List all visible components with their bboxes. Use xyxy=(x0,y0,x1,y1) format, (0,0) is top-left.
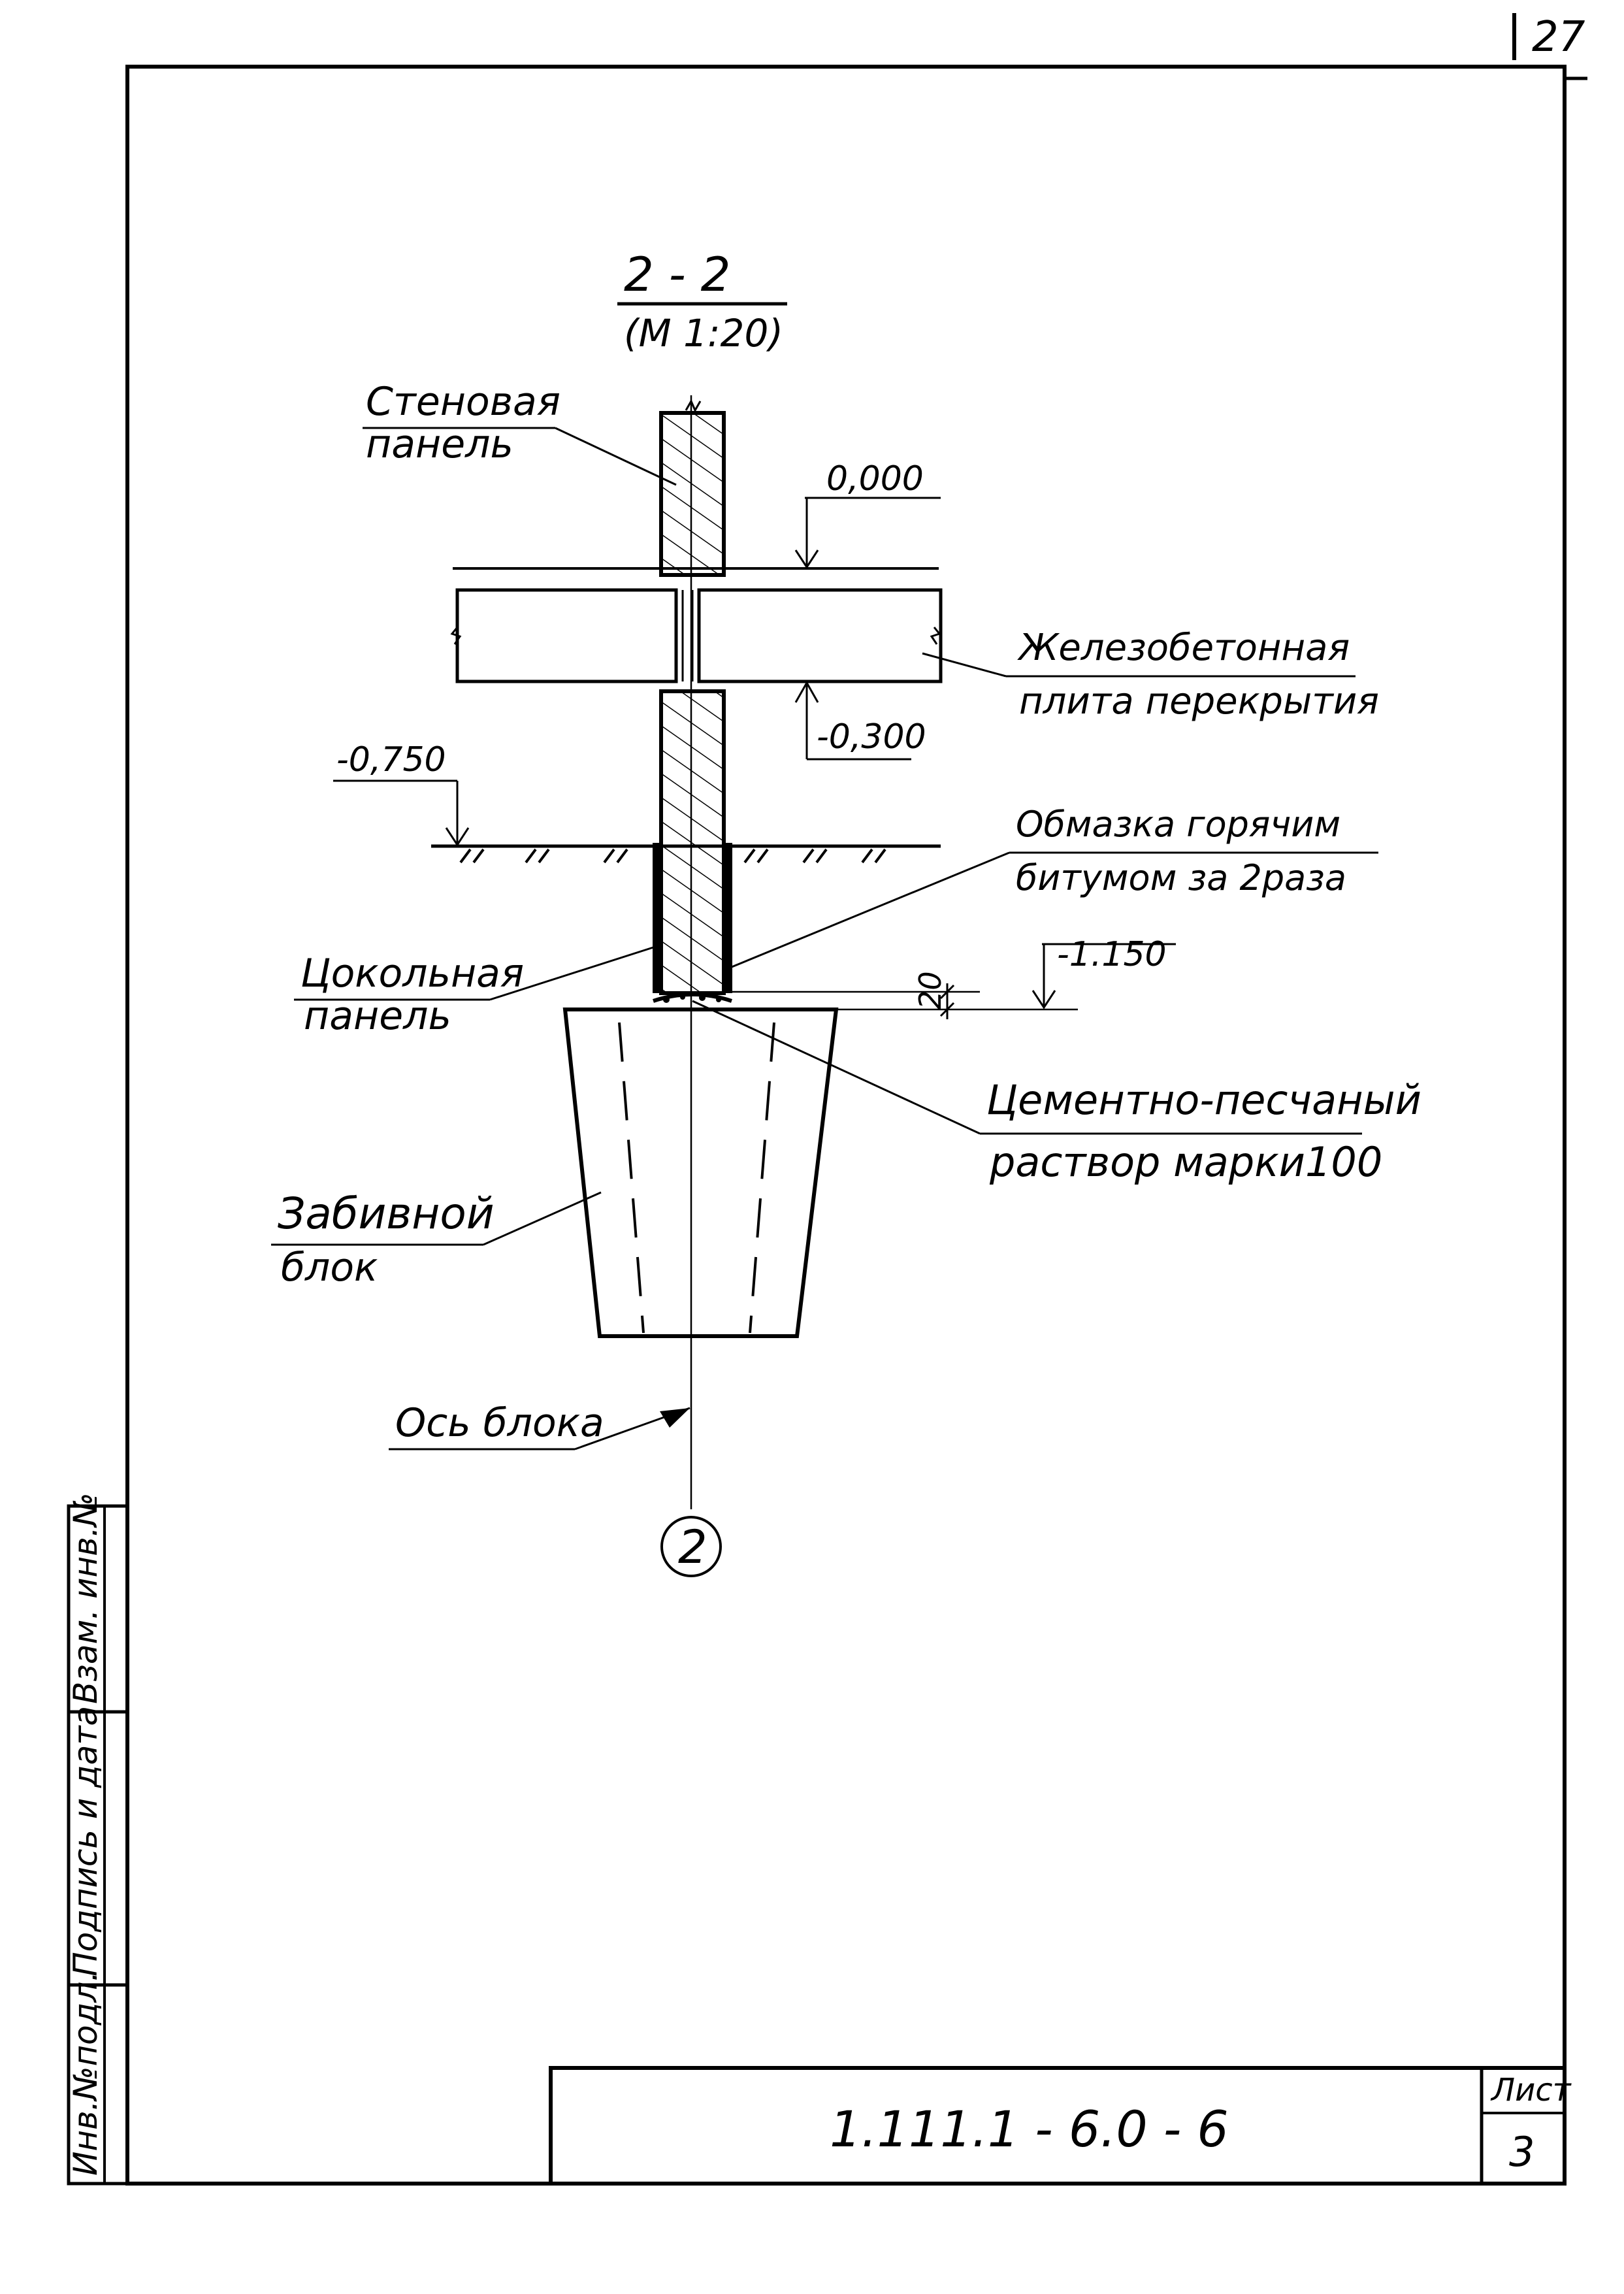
svg-text:-0,300: -0,300 xyxy=(817,717,926,757)
sheet-label: Лист xyxy=(1490,2072,1572,2108)
svg-text:Цементно-песчаный: Цементно-песчаный xyxy=(986,1076,1421,1124)
label-bitumen: Обмазка горячим битумом за 2раза xyxy=(731,804,1378,968)
mortar-joint xyxy=(653,992,732,1003)
elevation-floor: 0,000 xyxy=(794,459,941,569)
svg-text:(М 1:20): (М 1:20) xyxy=(624,311,783,355)
svg-text:Цокольная: Цокольная xyxy=(300,951,524,996)
svg-text:2 - 2: 2 - 2 xyxy=(624,247,730,302)
svg-text:Железобетонная: Железобетонная xyxy=(1017,627,1350,669)
elevation-slab-bottom: -0,300 xyxy=(794,680,926,761)
svg-text:Стеновая: Стеновая xyxy=(366,379,560,425)
page-number: 27 xyxy=(1512,13,1585,61)
label-plinth-panel: Цокольная панель xyxy=(294,946,654,1039)
svg-text:27: 27 xyxy=(1532,13,1585,61)
wall-panel xyxy=(659,399,726,577)
stamp-sign-date: Подпись и дата xyxy=(67,1706,105,1976)
label-block-axis: Ось блока xyxy=(389,1400,690,1450)
svg-text:битумом за 2раза: битумом за 2раза xyxy=(1016,857,1346,898)
driven-block xyxy=(562,1008,839,1338)
svg-text:0,000: 0,000 xyxy=(826,459,924,499)
dimension-joint: 20 xyxy=(732,971,1078,1019)
elevation-ground: -0,750 xyxy=(333,740,470,847)
svg-text:2: 2 xyxy=(678,1520,707,1574)
svg-text:плита перекрытия: плита перекрытия xyxy=(1019,680,1379,723)
floor-slab xyxy=(450,567,943,683)
section-title: 2 - 2 (М 1:20) xyxy=(617,247,787,355)
ground-line xyxy=(431,844,941,864)
label-driven-block: Забивной блок xyxy=(271,1188,602,1290)
stamp-inv-no: Инв.№подл. xyxy=(67,1971,105,2176)
svg-text:панель: панель xyxy=(304,993,451,1039)
svg-text:панель: панель xyxy=(366,421,513,467)
svg-text:раствор марки100: раствор марки100 xyxy=(989,1138,1382,1186)
drawing-code: 1.111.1 - 6.0 - 6 xyxy=(830,2100,1229,2158)
axis-marker: 2 xyxy=(660,1516,722,1577)
title-block: 1.111.1 - 6.0 - 6 Лист 3 xyxy=(549,2066,1572,2186)
svg-text:-0,750: -0,750 xyxy=(336,740,446,779)
plinth-panel xyxy=(653,689,732,995)
svg-text:Обмазка горячим: Обмазка горячим xyxy=(1016,804,1340,845)
sheet-number: 3 xyxy=(1509,2128,1535,2176)
svg-text:20: 20 xyxy=(913,971,948,1009)
side-stamp: Инв.№подл. Подпись и дата Взам. инв.№ xyxy=(67,1492,129,2186)
label-mortar: Цементно-песчаный раствор марки100 xyxy=(692,1000,1421,1186)
svg-text:Забивной: Забивной xyxy=(278,1188,495,1239)
svg-text:блок: блок xyxy=(281,1245,378,1290)
label-wall-panel: Стеновая панель xyxy=(363,379,677,486)
svg-text:Ось блока: Ось блока xyxy=(395,1400,604,1446)
stamp-replace-inv: Взам. инв.№ xyxy=(67,1492,105,1704)
label-slab: Железобетонная плита перекрытия xyxy=(922,627,1379,723)
drawing-frame xyxy=(125,65,1567,2186)
elevation-block-top: -1.150 xyxy=(1031,935,1176,1009)
svg-text:-1.150: -1.150 xyxy=(1057,935,1167,974)
